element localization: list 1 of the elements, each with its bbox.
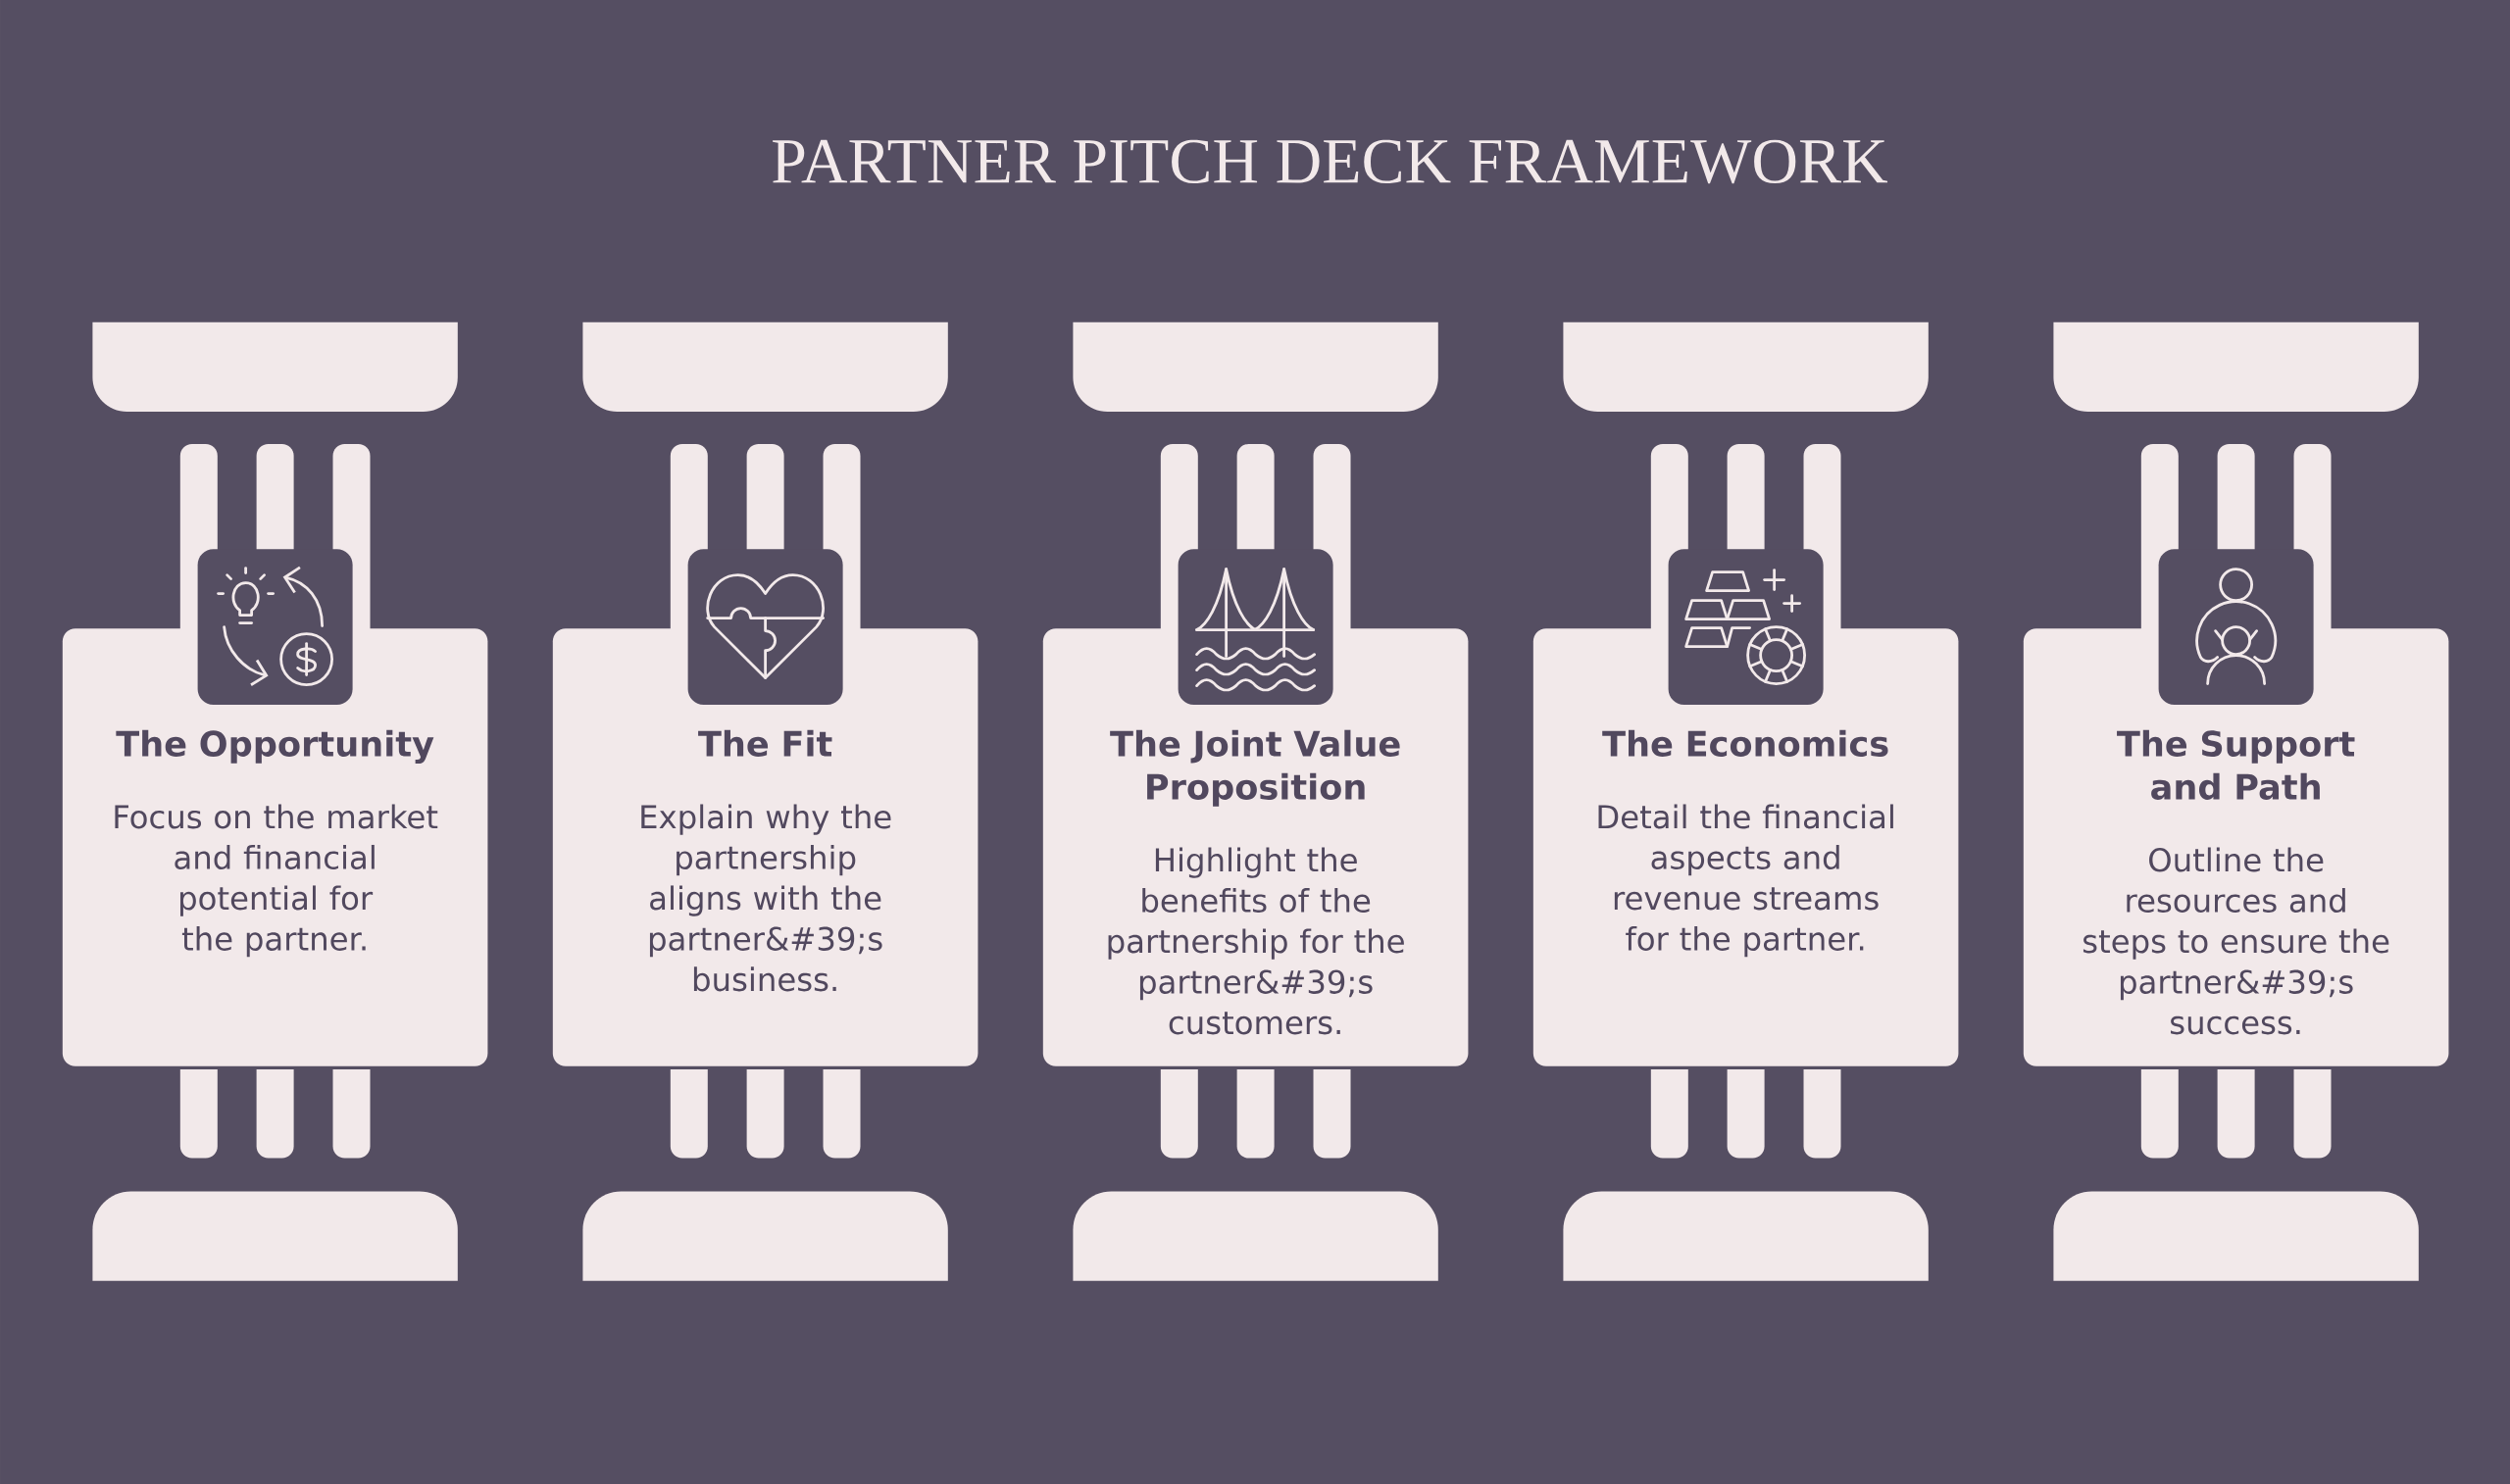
title: PARTNER PITCH DECK FRAMEWORK [773, 139, 1888, 184]
